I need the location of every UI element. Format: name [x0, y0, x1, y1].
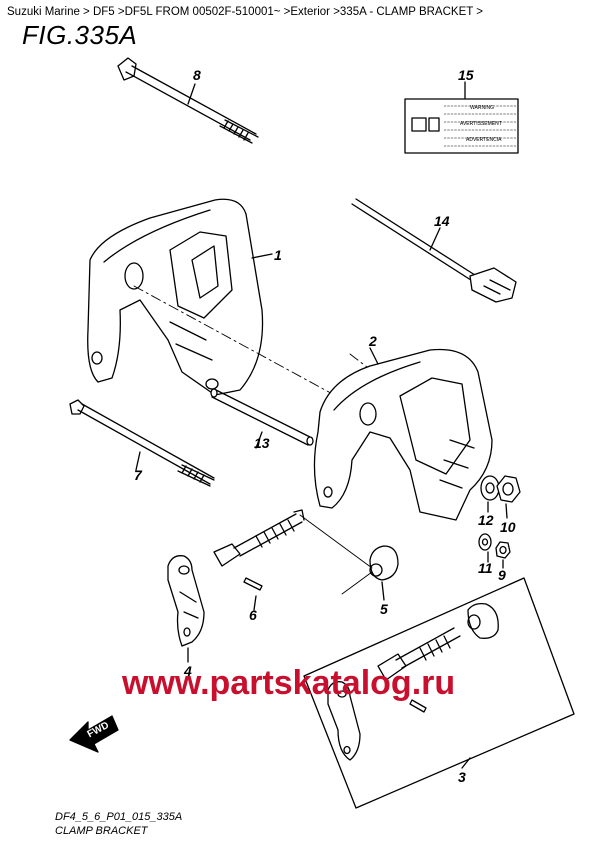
leader-8	[187, 83, 196, 105]
warning-label-15[interactable]	[404, 98, 519, 154]
clamp-bracket-2[interactable]	[313, 348, 493, 521]
callout-11: 11	[478, 560, 493, 576]
washer-11[interactable]	[478, 533, 492, 551]
leader-1	[251, 253, 273, 259]
callout-2: 2	[368, 333, 377, 349]
leader-3	[461, 757, 471, 769]
callout-5: 5	[380, 601, 388, 617]
callout-14: 14	[434, 213, 450, 229]
leader-2	[369, 347, 379, 365]
fwd-arrow-icon	[69, 715, 119, 753]
nut-9[interactable]	[495, 541, 511, 559]
pad-5[interactable]	[369, 545, 399, 581]
washer-12[interactable]	[480, 475, 500, 501]
leader-6	[253, 595, 257, 611]
leader-14	[429, 227, 441, 251]
callout-9: 9	[498, 567, 506, 583]
leader-7	[135, 451, 141, 471]
clamp-bracket-1[interactable]	[87, 198, 264, 396]
callout-10: 10	[500, 519, 516, 535]
figure-caption: CLAMP BRACKET	[55, 825, 148, 837]
figure-code: DF4_5_6_P01_015_335A	[55, 811, 183, 823]
watermark-text: www.partskatalog.ru	[121, 664, 455, 702]
callout-12: 12	[478, 512, 494, 528]
rod-14[interactable]	[351, 198, 517, 303]
shaft-13[interactable]	[210, 388, 314, 446]
label-warning-text: WARNING	[470, 105, 494, 111]
leader-10	[505, 503, 508, 519]
callout-3: 3	[458, 769, 466, 785]
clamp-screw[interactable]	[213, 509, 305, 567]
figure-title: FIG.335A	[22, 20, 138, 50]
nut-10[interactable]	[496, 475, 521, 503]
callout-6: 6	[249, 607, 257, 623]
bolt-7[interactable]	[69, 399, 215, 487]
leader-5	[381, 581, 385, 601]
leader-13	[255, 431, 263, 449]
label-advertencia-text: ADVERTENCIA	[466, 137, 502, 143]
handle-4[interactable]	[167, 555, 205, 647]
callout-4: 4	[183, 663, 192, 679]
breadcrumb: Suzuki Marine > DF5 >DF5L FROM 00502F-51…	[7, 6, 483, 18]
callout-7: 7	[134, 467, 143, 483]
bolt-8[interactable]	[117, 57, 259, 144]
screw-assembly-3[interactable]	[303, 577, 575, 809]
callout-13: 13	[254, 435, 270, 451]
label-avertissement-text: AVERTISSEMENT	[460, 121, 502, 127]
pin-6[interactable]	[243, 577, 263, 591]
callout-1: 1	[274, 247, 282, 263]
callout-8: 8	[193, 67, 201, 83]
callout-15: 15	[458, 67, 474, 83]
